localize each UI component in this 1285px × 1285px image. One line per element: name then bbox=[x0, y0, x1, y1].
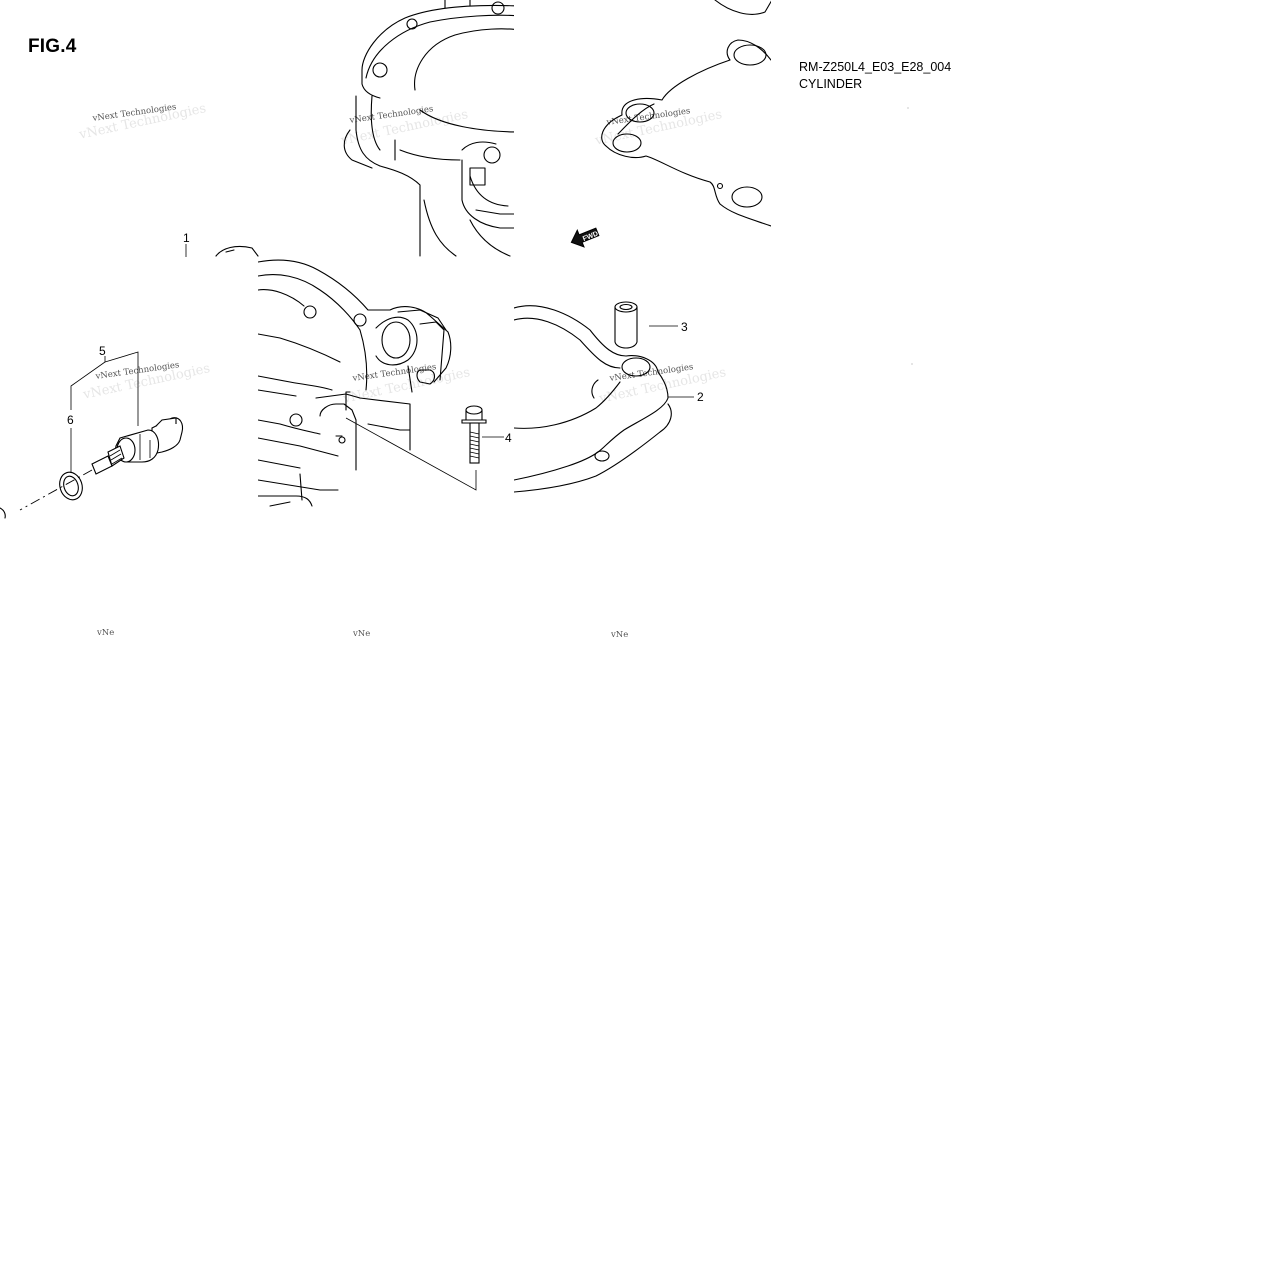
cylinder-body-tile bbox=[215, 245, 477, 507]
cylinder-top-tile bbox=[343, 0, 514, 257]
cylinder-head-gasket-tile bbox=[601, 0, 771, 227]
watermark-partial: vNe bbox=[611, 630, 629, 640]
edge-arc bbox=[0, 507, 6, 519]
watermark-partial: vNe bbox=[353, 629, 371, 639]
water-temp-sensor-part-5 bbox=[70, 351, 184, 475]
figure-label: FIG.4 bbox=[28, 36, 77, 57]
o-ring-part-6 bbox=[59, 471, 83, 501]
base-gasket-part-2 bbox=[514, 305, 694, 493]
callout-6: 6 bbox=[67, 413, 74, 427]
fwd-arrow-icon: FWD bbox=[570, 227, 600, 248]
callout-1: 1 bbox=[183, 231, 190, 245]
diagram-code: RM-Z250L4_E03_E28_004 bbox=[799, 60, 952, 74]
center-line bbox=[19, 469, 93, 511]
callout-2: 2 bbox=[697, 390, 704, 404]
callout-4: 4 bbox=[505, 431, 512, 445]
callout-5: 5 bbox=[99, 344, 106, 358]
callout-3: 3 bbox=[681, 320, 688, 334]
watermark-partial: vNe bbox=[97, 628, 115, 638]
dowel-pin-part-3 bbox=[614, 301, 678, 349]
diagram-title: CYLINDER bbox=[799, 77, 863, 91]
bolt-part-4 bbox=[461, 405, 504, 464]
